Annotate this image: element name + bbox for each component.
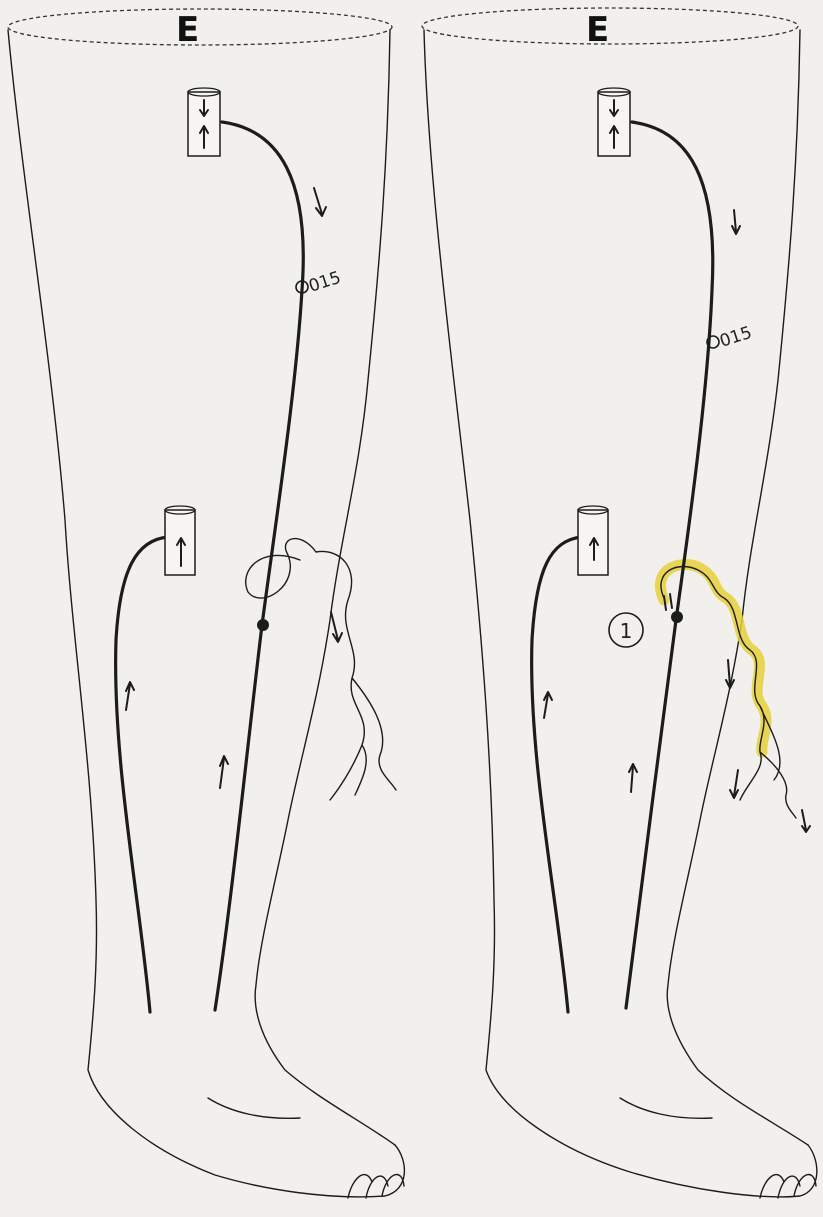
left-flow-arrow-down-icon-2	[331, 612, 342, 642]
right-measure-label: 015	[717, 323, 754, 352]
left-leg-outline-inner	[255, 30, 395, 1145]
right-side-label: E	[586, 10, 609, 50]
right-ankle-contour	[620, 1098, 712, 1118]
left-upper-junction-cylinder	[188, 88, 220, 156]
left-perforator-dot	[257, 619, 269, 631]
left-lower-junction-cylinder	[165, 506, 195, 575]
right-leg-top-opening	[422, 8, 798, 44]
left-small-saphenous-vein	[116, 537, 168, 1012]
right-upper-junction-cylinder	[598, 88, 630, 156]
left-leg-panel: E 015	[8, 9, 404, 1198]
left-side-label: E	[176, 10, 199, 50]
left-leg-top-opening	[8, 9, 392, 45]
right-marker-label: 1	[620, 619, 633, 643]
right-flow-arrow-up-icon	[544, 692, 552, 718]
right-flow-arrow-down-icon-4	[802, 810, 810, 832]
left-ankle-contour	[208, 1098, 300, 1118]
left-flow-arrow-up-icon-2	[220, 756, 228, 788]
right-highlighted-tributary	[660, 565, 766, 752]
right-small-saphenous-vein	[532, 537, 582, 1012]
left-measure-label: 015	[306, 268, 343, 297]
right-perforator-dot	[671, 611, 683, 623]
right-flow-arrow-down-icon	[732, 210, 740, 234]
right-lower-junction-cylinder	[578, 506, 608, 575]
right-leg-outline-inner	[667, 30, 808, 1145]
right-foot-toes	[760, 1175, 816, 1198]
right-flow-arrow-down-icon-3	[730, 770, 738, 798]
left-flow-arrow-up-icon	[126, 682, 134, 710]
left-flow-arrow-down-icon	[314, 188, 326, 216]
right-flow-arrow-up-icon-2	[629, 764, 637, 792]
left-foot-toes	[348, 1175, 404, 1198]
right-leg-panel: E 015 1	[422, 8, 817, 1198]
